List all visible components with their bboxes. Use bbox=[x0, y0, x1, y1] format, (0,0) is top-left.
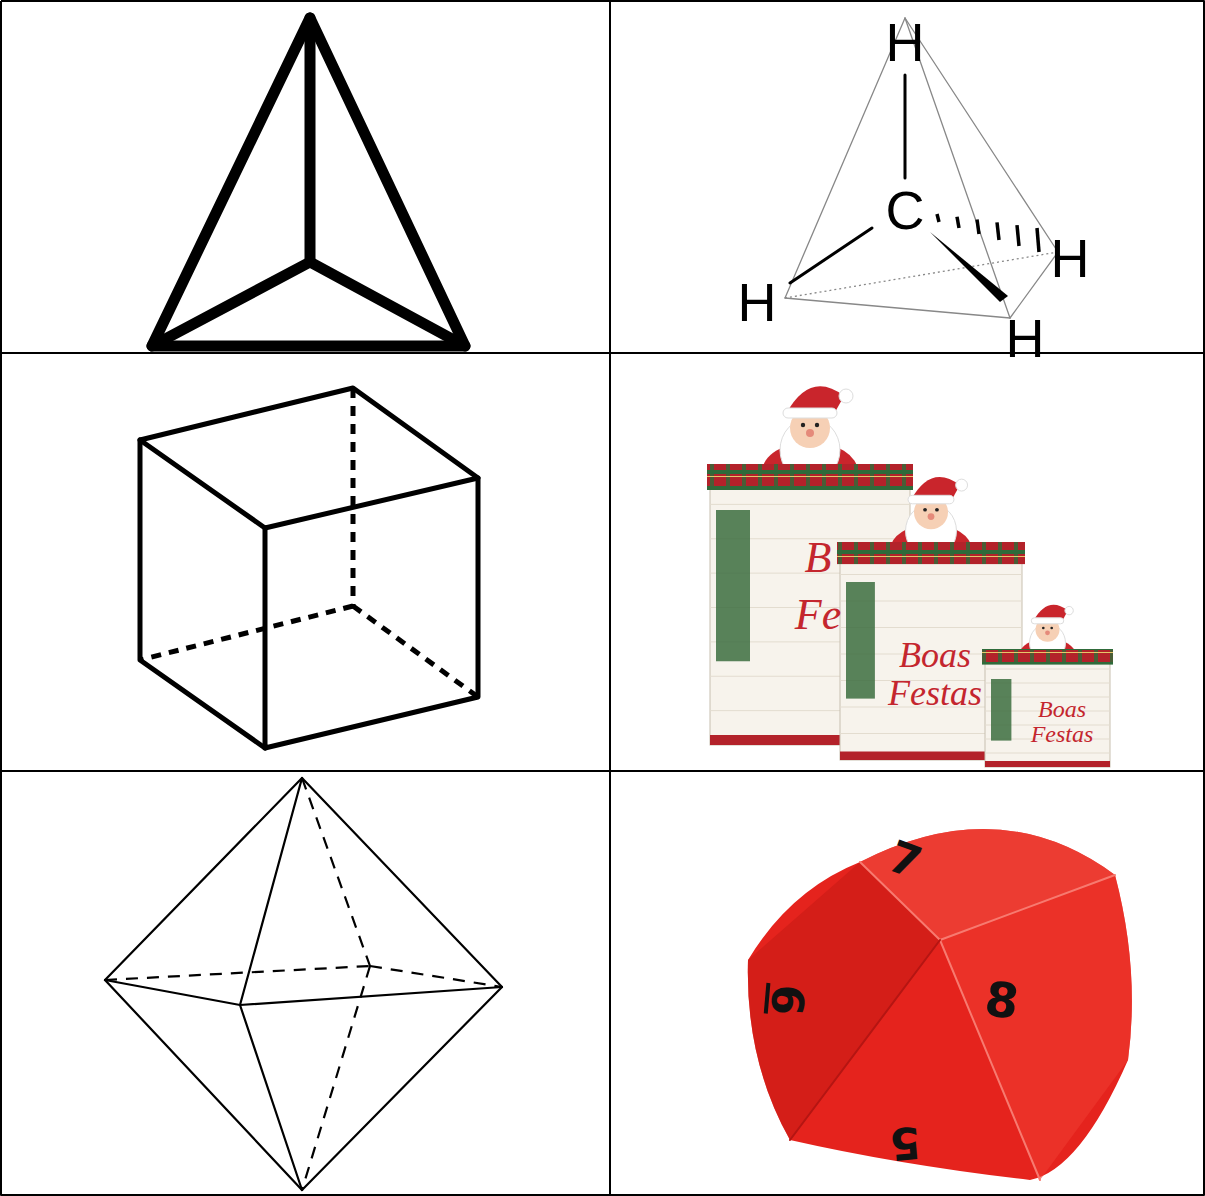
hidden-edge bbox=[140, 606, 353, 660]
drawing-part bbox=[1045, 630, 1050, 635]
atom-label: H bbox=[1006, 311, 1045, 365]
tetrahedron-edge bbox=[905, 18, 1058, 252]
label-holder: H bbox=[886, 15, 925, 69]
tetrahedron-edge bbox=[152, 262, 465, 346]
wedge-bond bbox=[930, 232, 1008, 302]
octahedron-edge bbox=[240, 778, 302, 1005]
label-holder: H bbox=[738, 275, 777, 329]
die-body bbox=[748, 829, 1132, 1180]
table-rule bbox=[609, 0, 611, 1196]
octahedron-edge bbox=[240, 1005, 302, 1190]
box-lettering: Boas Festas bbox=[1027, 697, 1097, 747]
drawing-part bbox=[806, 429, 814, 437]
hash-bond bbox=[957, 217, 959, 228]
drawing-part bbox=[846, 582, 875, 699]
drawing-part bbox=[985, 669, 1110, 670]
box-lettering: B bbox=[805, 536, 832, 580]
drawing-part bbox=[985, 753, 1110, 754]
drawing-part bbox=[801, 423, 805, 427]
drawing-part bbox=[840, 574, 1022, 575]
die-edge bbox=[790, 940, 940, 1140]
label-holder: H bbox=[1006, 311, 1045, 365]
tetrahedron-drawing bbox=[152, 18, 465, 346]
bond bbox=[904, 75, 907, 178]
box-lettering: Fe bbox=[795, 593, 841, 637]
drawing-part bbox=[716, 510, 750, 661]
drawing-part bbox=[783, 408, 837, 418]
drawing-part bbox=[710, 504, 910, 505]
cube-edge bbox=[265, 478, 478, 748]
atom-label: C bbox=[886, 183, 925, 237]
tetrahedron-edge bbox=[305, 18, 316, 262]
drawing-part bbox=[935, 508, 939, 512]
die-number: 8 bbox=[982, 974, 1022, 1026]
table-rule bbox=[0, 770, 1205, 772]
bond bbox=[790, 228, 872, 283]
octahedral-die bbox=[748, 829, 1132, 1180]
cube-drawing bbox=[140, 388, 478, 748]
drawing-part bbox=[1050, 627, 1053, 630]
drawing-part bbox=[923, 508, 927, 512]
drawing-part bbox=[956, 479, 968, 491]
drawing-part bbox=[940, 875, 1132, 1180]
drawing-part bbox=[815, 423, 819, 427]
drawing-part bbox=[707, 464, 913, 490]
hidden-edge bbox=[353, 606, 478, 697]
hidden-edge bbox=[105, 966, 370, 980]
drawing-part bbox=[928, 513, 935, 520]
label-holder: 8 bbox=[982, 974, 1022, 1026]
drawing-part bbox=[839, 389, 853, 403]
hidden-edge bbox=[302, 966, 370, 1190]
drawing-part bbox=[908, 495, 954, 504]
hidden-edge bbox=[370, 966, 502, 987]
octahedron-edge bbox=[302, 778, 502, 987]
gift-boxes bbox=[707, 386, 1113, 767]
drawing-part bbox=[985, 655, 1110, 767]
hash-bond bbox=[937, 214, 939, 222]
tetrahedron-edge bbox=[785, 298, 1010, 318]
hash-bond bbox=[1037, 228, 1039, 252]
label-holder: Boas Festas bbox=[880, 637, 990, 713]
tetrahedron-edge bbox=[152, 18, 465, 346]
atom-label: H bbox=[738, 275, 777, 329]
box-lettering: Boas Festas bbox=[880, 637, 990, 713]
label-holder: Fe bbox=[795, 593, 841, 637]
drawing-part bbox=[1042, 627, 1045, 630]
drawing-part bbox=[982, 649, 1113, 665]
gift-box bbox=[982, 605, 1113, 767]
hash-bond bbox=[977, 220, 979, 234]
drawing-part bbox=[985, 761, 1110, 767]
hidden-edge bbox=[351, 388, 356, 606]
octahedron-edge bbox=[105, 778, 302, 980]
octahedron-drawing bbox=[105, 778, 502, 1190]
label-holder: H bbox=[1051, 231, 1090, 285]
label-holder: B bbox=[805, 536, 832, 580]
die-edge bbox=[940, 940, 1040, 1180]
drawing-part bbox=[991, 679, 1011, 741]
cube-edge bbox=[140, 388, 478, 528]
die-number: 6 bbox=[764, 983, 811, 1017]
atom-label: H bbox=[1051, 231, 1090, 285]
gift-box bbox=[837, 477, 1025, 760]
drawing-part bbox=[748, 862, 940, 1140]
octahedron-edge bbox=[240, 987, 502, 1005]
label-holder: Boas Festas bbox=[1027, 697, 1097, 747]
drawing-part bbox=[1065, 606, 1073, 614]
hidden-edge bbox=[302, 778, 370, 966]
cube-edge bbox=[140, 440, 265, 748]
label-holder: C bbox=[886, 183, 925, 237]
octahedron-edge bbox=[105, 980, 302, 1190]
hash-bond bbox=[997, 222, 999, 240]
drawing-part bbox=[1031, 618, 1063, 624]
label-holder: 5 bbox=[888, 1120, 922, 1167]
hash-bond bbox=[1017, 225, 1019, 246]
die-number: 5 bbox=[888, 1120, 922, 1167]
label-holder: 6 bbox=[764, 983, 811, 1017]
drawing-part bbox=[837, 542, 1025, 564]
atom-label: H bbox=[886, 15, 925, 69]
